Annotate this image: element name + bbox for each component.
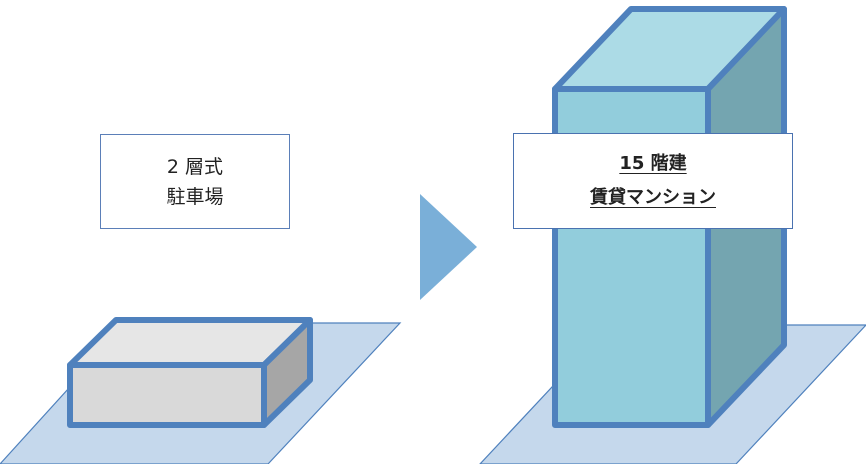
parking-front-face	[67, 362, 267, 428]
apartment-label-line2: 賃貸マンション	[590, 187, 716, 208]
parking-building	[67, 317, 313, 428]
apartment-label-line1: 15 階建	[619, 153, 687, 174]
parking-label-line2: 駐車場	[166, 185, 224, 208]
parking-label-box: 2 層式 駐車場	[100, 134, 290, 229]
transition-arrow	[420, 194, 477, 300]
parking-label-line1: 2 層式	[166, 155, 224, 178]
apartment-label-box: 15 階建 賃貸マンション	[513, 133, 793, 229]
